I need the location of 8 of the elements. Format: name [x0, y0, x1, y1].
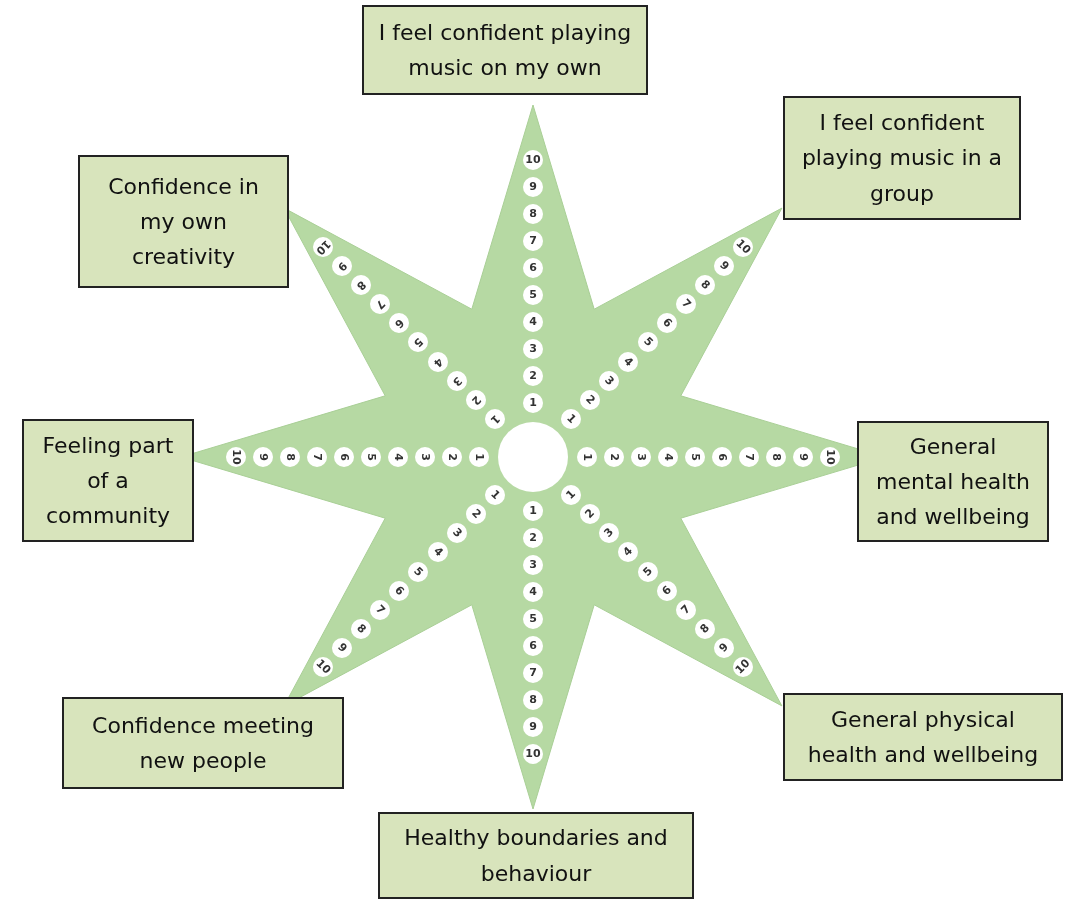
label-box: I feel confident playing music on my own [362, 5, 648, 95]
label-box: I feel confident playing music in a group [783, 96, 1021, 220]
label-box: Healthy boundaries and behaviour [378, 812, 694, 899]
label-box: Confidence in my own creativity [78, 155, 289, 288]
label-box: Confidence meeting new people [62, 697, 344, 789]
label-box: General physical health and wellbeing [783, 693, 1063, 781]
label-box: General mental health and wellbeing [857, 421, 1049, 542]
label-box: Feeling part of a community [22, 419, 194, 542]
